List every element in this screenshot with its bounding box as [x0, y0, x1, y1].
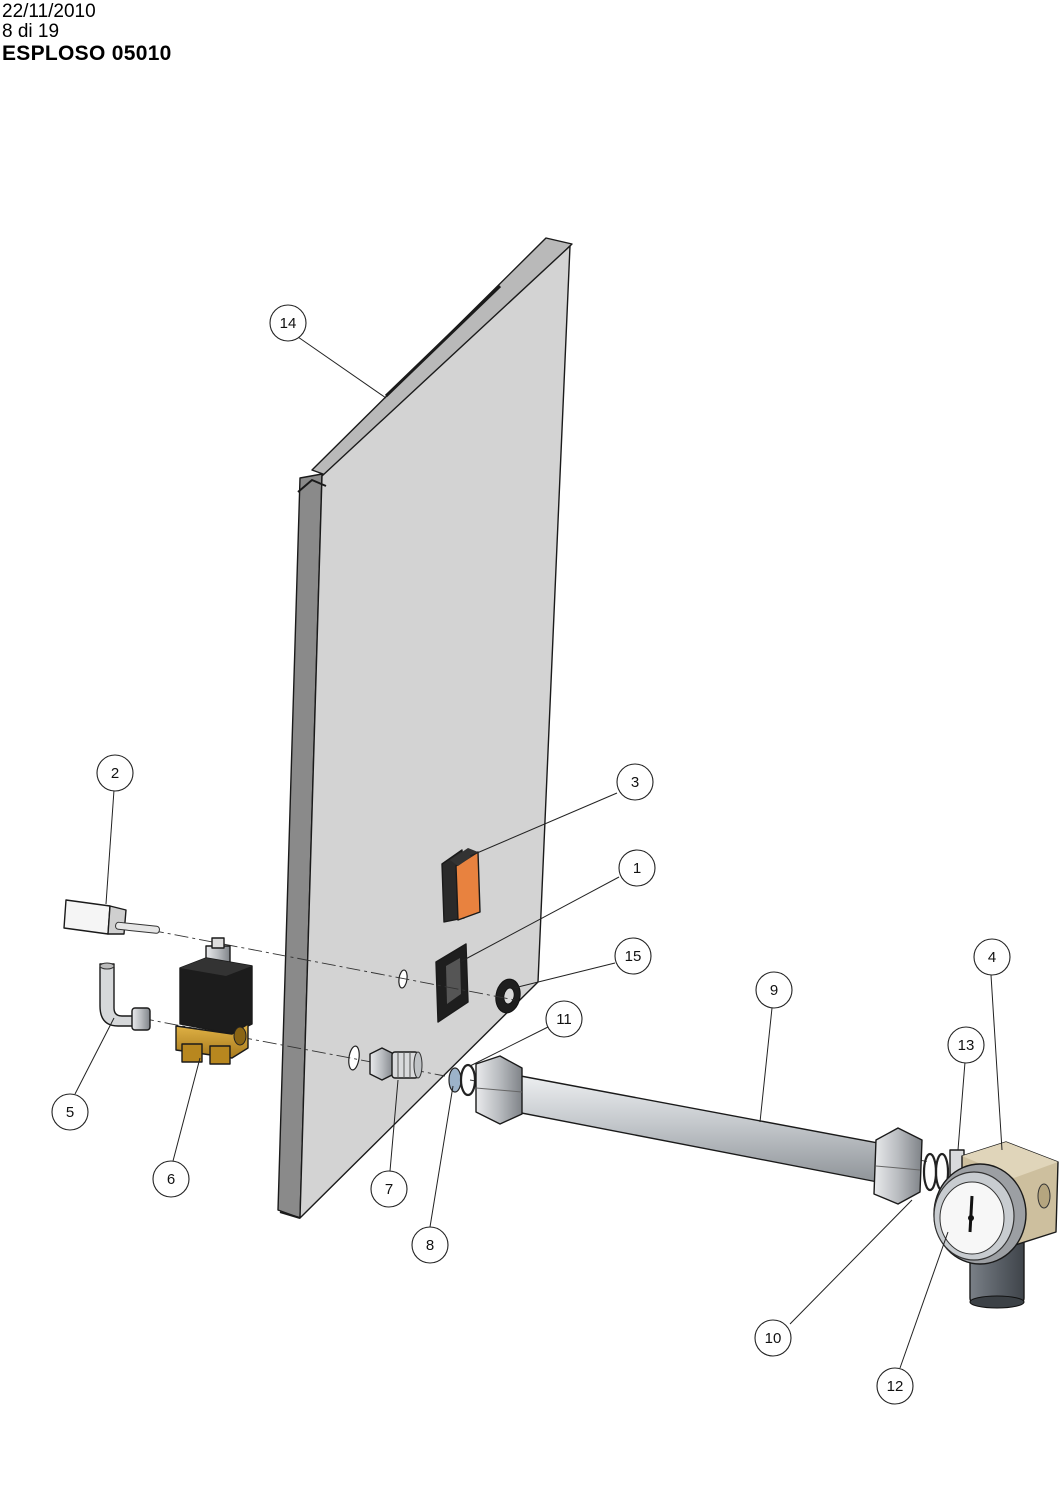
callout-label: 6: [167, 1171, 175, 1188]
header-date: 22/11/2010: [2, 1, 96, 22]
solenoid-valve: [175, 937, 253, 1065]
probe-part: [63, 899, 160, 935]
callout-2: 2: [96, 754, 134, 792]
callout-5: 5: [51, 1093, 89, 1131]
callout-label: 12: [887, 1378, 904, 1395]
callout-15: 15: [614, 937, 652, 975]
callout-label: 9: [770, 982, 778, 999]
callout-7: 7: [370, 1170, 408, 1208]
callout-3: 3: [616, 763, 654, 801]
callout-label: 13: [958, 1037, 975, 1054]
seal-rings: [448, 1063, 477, 1097]
callout-9: 9: [755, 971, 793, 1009]
callout-6: 6: [152, 1160, 190, 1198]
callout-label: 1: [633, 860, 641, 877]
callout-label: 2: [111, 765, 119, 782]
leader-lines: [74, 336, 1003, 1369]
callout-label: 11: [556, 1011, 572, 1028]
callout-10: 10: [754, 1319, 792, 1357]
callout-label: 10: [765, 1330, 782, 1347]
callout-label: 4: [988, 949, 996, 966]
threaded-nipple: [369, 1047, 423, 1081]
callout-label: 7: [385, 1181, 393, 1198]
rocker-switch: [441, 848, 481, 923]
callout-label: 5: [66, 1104, 74, 1121]
pressure-gauge-assembly: [933, 1141, 1059, 1309]
callout-label: 8: [426, 1237, 434, 1254]
switch-frame: [435, 943, 469, 1023]
callout-4: 4: [973, 938, 1011, 976]
drawing-header: 22/11/2010 8 di 19 ESPLOSO 05010: [2, 2, 172, 66]
connection-tube: [475, 1055, 923, 1205]
callout-13: 13: [947, 1026, 985, 1064]
side-panel: [277, 237, 573, 1219]
header-page-number: 8 di 19: [2, 21, 60, 42]
callout-label: 3: [631, 774, 639, 791]
callout-label: 14: [280, 315, 297, 332]
drawing-title: ESPLOSO 05010: [2, 42, 172, 65]
callout-12: 12: [876, 1367, 914, 1405]
elbow-fitting: [99, 962, 151, 1031]
callout-label: 15: [625, 948, 642, 965]
callout-1: 1: [618, 849, 656, 887]
callout-11: 11: [545, 1000, 583, 1038]
callout-14: 14: [269, 304, 307, 342]
callout-8: 8: [411, 1226, 449, 1264]
